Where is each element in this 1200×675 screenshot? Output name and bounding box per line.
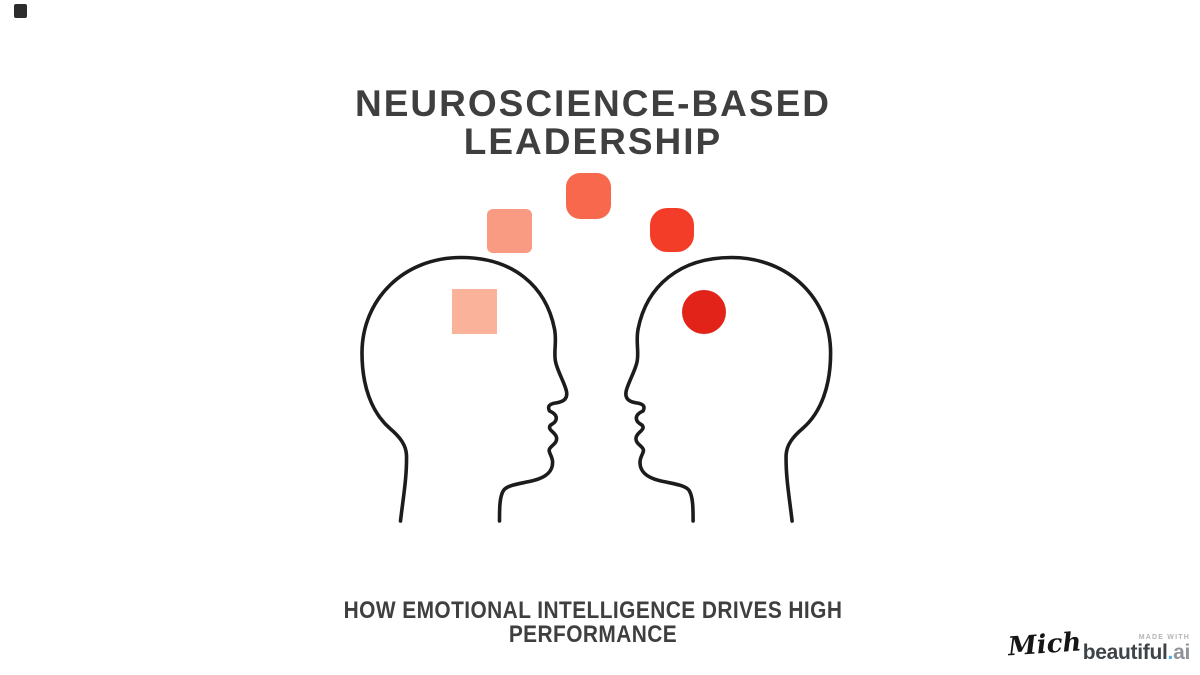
logo-dot: . [1167,641,1174,664]
logo-wordmark: beautiful [1082,641,1168,664]
subtitle-line-2: PERFORMANCE [508,620,678,648]
floating-rounded-square-left [487,209,532,253]
inner-square-left-head [452,289,497,334]
corner-square [14,4,27,18]
floating-squircle-middle [566,173,611,219]
title-line-1: NEUROSCIENCE-BASED [355,82,831,124]
beautiful-ai-logo: beautiful.ai [1082,641,1191,664]
subtitle: HOW EMOTIONAL INTELLIGENCE DRIVES HIGH P… [77,596,1109,648]
title-line-2: LEADERSHIP [463,120,723,162]
made-with-beautiful-ai-badge[interactable]: MADE WITH beautiful.ai [1078,634,1191,664]
inner-circle-right-head [682,290,726,334]
subtitle-line-1: HOW EMOTIONAL INTELLIGENCE DRIVES HIGH [343,596,843,624]
page-title: NEUROSCIENCE-BASED LEADERSHIP [0,82,1186,162]
head-profile-left [360,255,569,523]
logo-suffix: ai [1173,641,1190,664]
head-profile-right [624,255,833,523]
author-signature: Mich [1007,627,1083,663]
made-with-label: MADE WITH [1138,634,1190,641]
floating-squircle-right [650,208,694,252]
